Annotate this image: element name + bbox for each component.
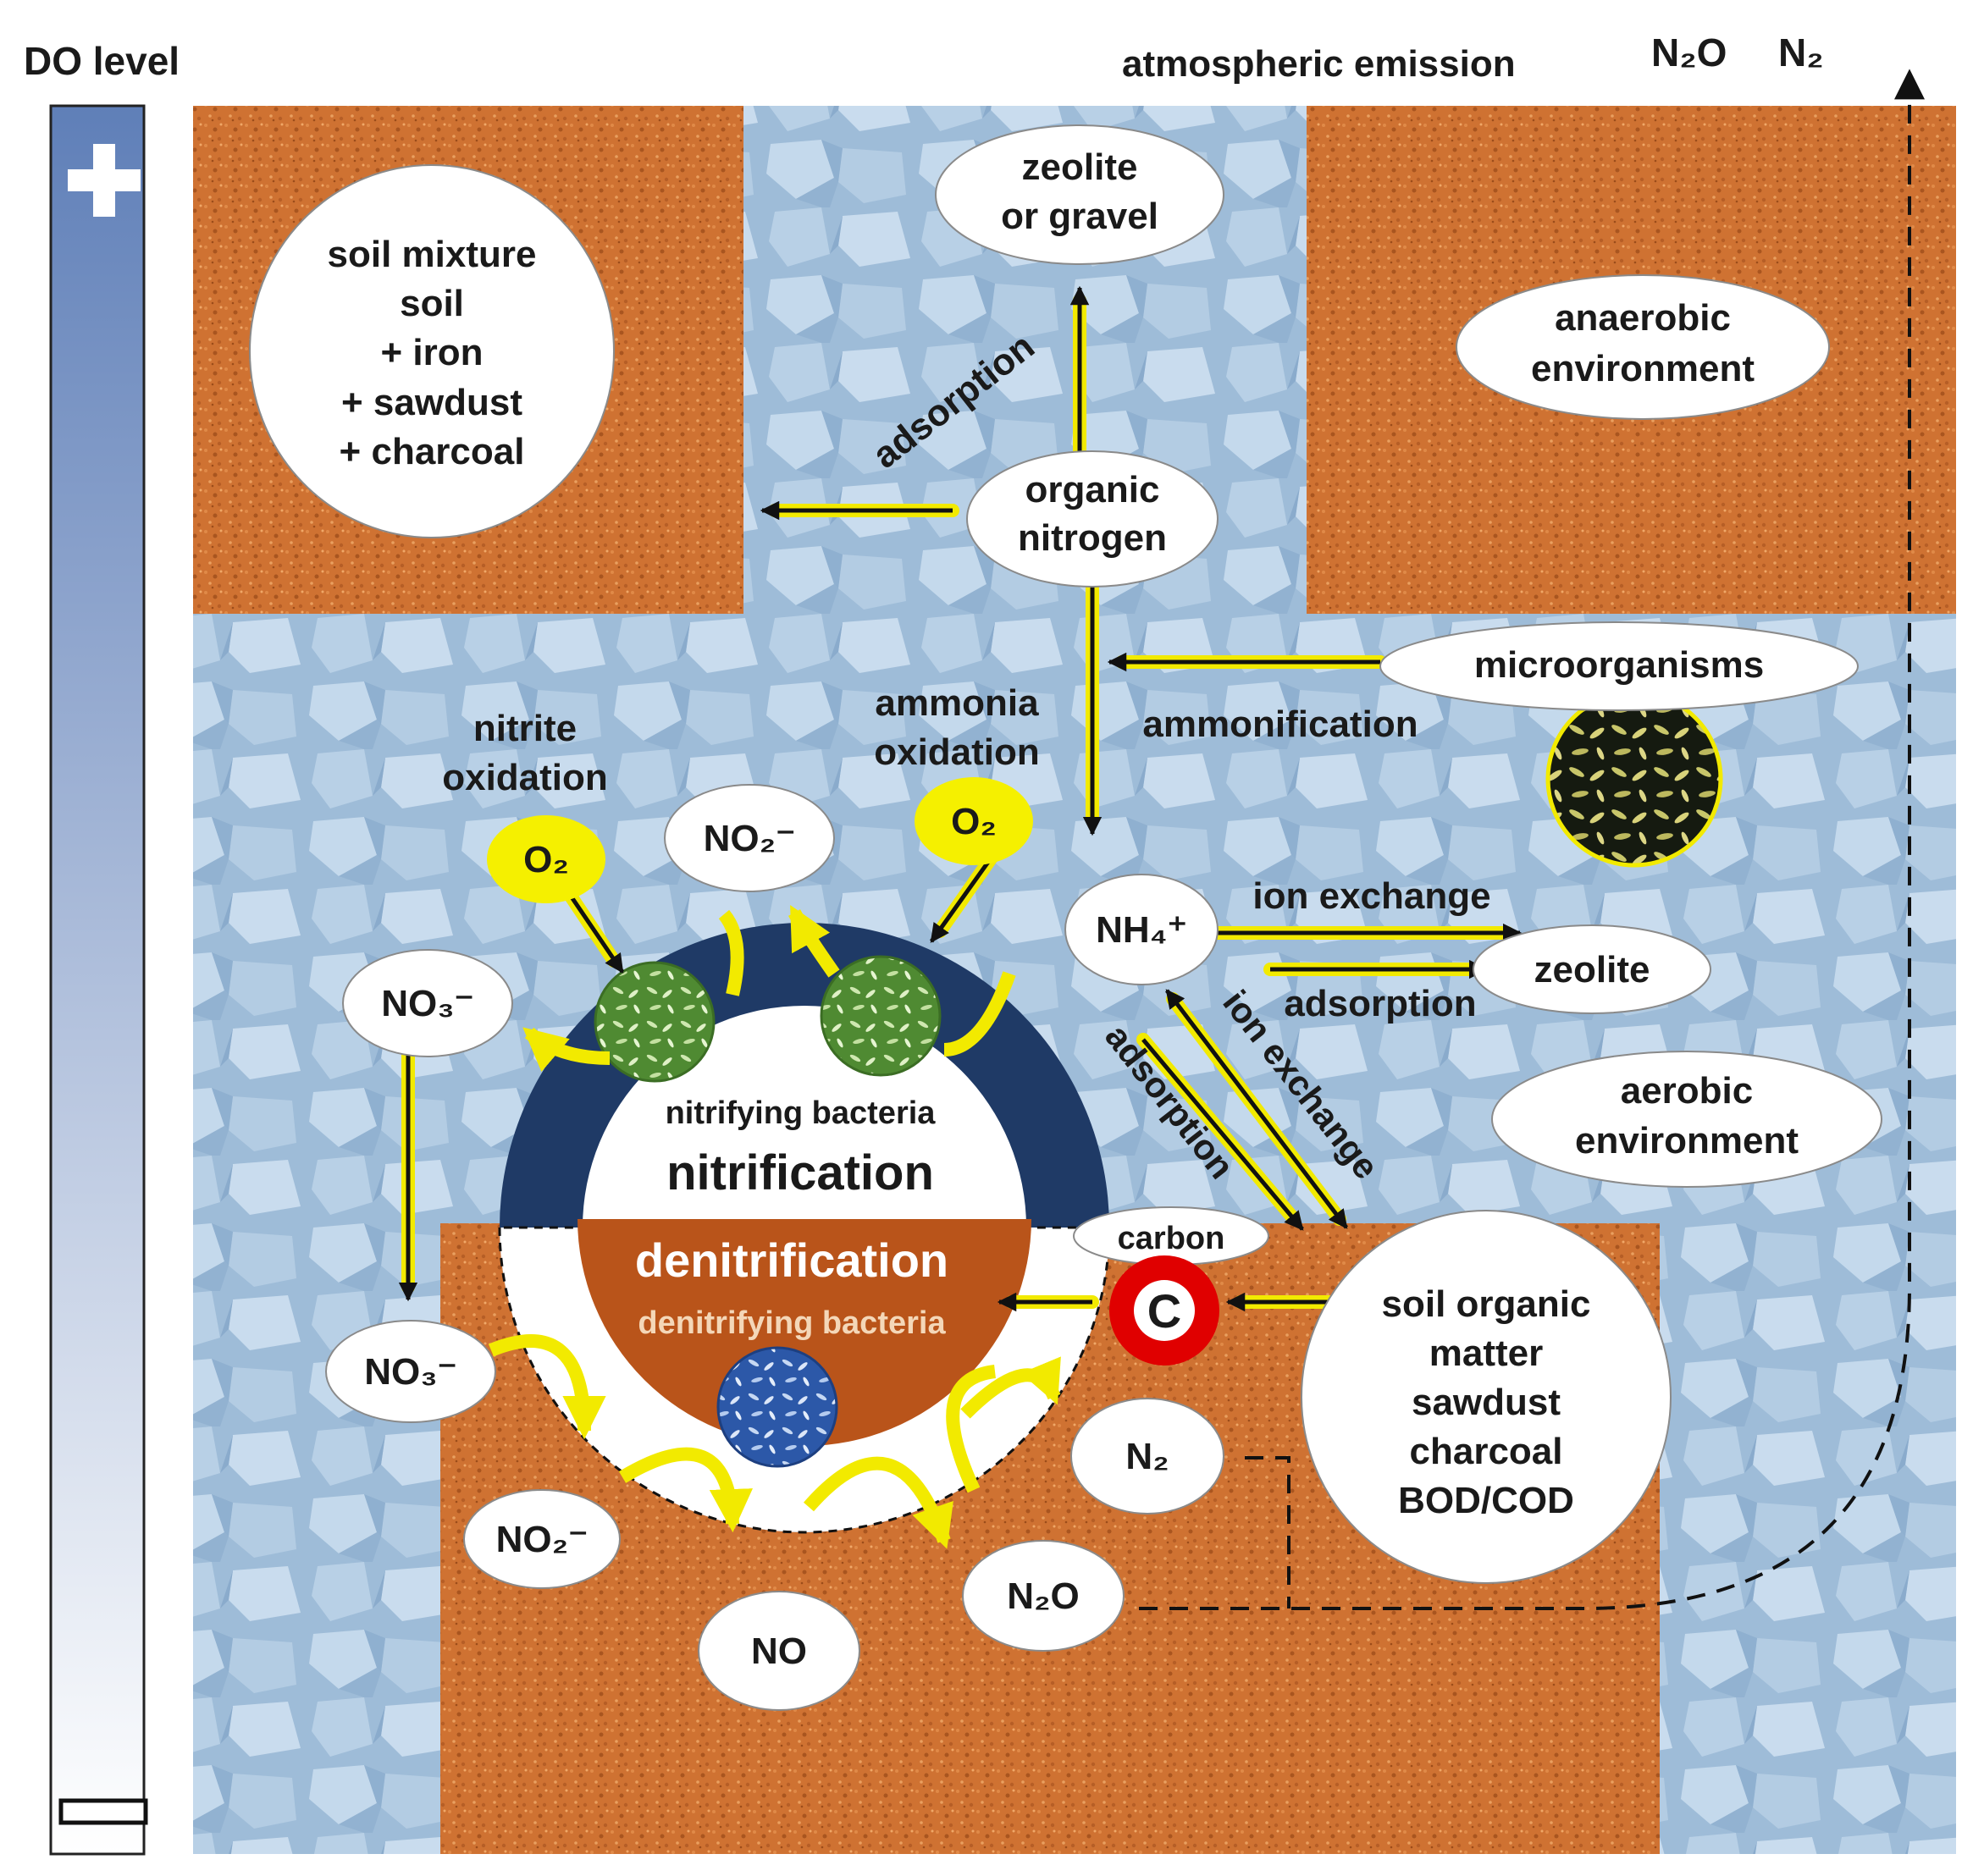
- aerobic-bubble: [1491, 1051, 1882, 1188]
- denitrifying-bacteria-icon: [716, 1346, 838, 1468]
- organic-nitrogen-bubble: [966, 450, 1219, 588]
- denitrifying-bacteria-label: denitrifying bacteria: [638, 1305, 946, 1341]
- soil-organic-line-1: soil organic: [1382, 1283, 1591, 1325]
- n2o-label: N₂O: [1007, 1575, 1080, 1617]
- zeolite-gravel-line-2: or gravel: [1001, 196, 1158, 237]
- plus-icon: [68, 144, 141, 217]
- no3-bubble-bottom: [325, 1320, 496, 1423]
- o2-nitrite-bubble: [487, 815, 605, 903]
- do-level-gradient-bar: [49, 104, 146, 1856]
- no2-label-top: NO₂⁻: [704, 818, 796, 859]
- soil-mixture-bubble: [249, 164, 615, 538]
- soil-organic-line-4: charcoal: [1410, 1431, 1563, 1472]
- nh4-bubble: [1064, 874, 1219, 985]
- ion-exchange-label-horizontal: ion exchange: [1252, 875, 1490, 917]
- o2-ammonia-label: O₂: [951, 801, 997, 842]
- do-level-title: DO level: [24, 39, 180, 83]
- anaerobic-bubble: [1456, 274, 1830, 420]
- nitrite-oxidizing-bacteria-icon: [594, 961, 716, 1083]
- zeolite-bubble: [1473, 924, 1711, 1014]
- soil-mixture-line-2: soil: [400, 283, 464, 324]
- n2o-bubble: [962, 1540, 1125, 1652]
- ammonia-oxidizing-bacteria-icon: [820, 955, 942, 1077]
- zeolite-gravel-bubble: [935, 124, 1224, 265]
- minus-icon: [58, 1798, 148, 1825]
- no2-bubble-bottom: [463, 1489, 621, 1589]
- anaerobic-line-1: anaerobic: [1555, 297, 1731, 339]
- nitrification-label: nitrification: [666, 1145, 934, 1200]
- o2-ammonia-bubble: [915, 777, 1033, 865]
- no-bubble: [698, 1591, 860, 1711]
- no3-label-top: NO₃⁻: [381, 983, 474, 1024]
- ammonification-label: ammonification: [1142, 704, 1418, 745]
- soil-mixture-line-5: + charcoal: [340, 431, 525, 472]
- nitrifying-bacteria-label: nitrifying bacteria: [666, 1095, 937, 1131]
- microorganisms-icon: [1545, 690, 1723, 868]
- soil-organic-line-3: sawdust: [1412, 1382, 1561, 1423]
- soil-organic-line-5: BOD/COD: [1398, 1480, 1574, 1521]
- nitrite-oxidation-line-2: oxidation: [442, 757, 608, 798]
- process-arrows: [398, 285, 1523, 1312]
- emission-n2o-label: N₂O: [1651, 30, 1727, 74]
- soil-mixture-line-1: soil mixture: [328, 234, 537, 275]
- n2-bubble: [1070, 1398, 1224, 1515]
- nh4-label: NH₄⁺: [1096, 909, 1187, 951]
- no3-label-bottom: NO₃⁻: [364, 1351, 457, 1393]
- soil-organic-bubble: [1301, 1210, 1672, 1584]
- denitrification-core: [578, 1219, 1031, 1446]
- emission-path-arrow: [1139, 69, 1925, 1610]
- aerobic-line-1: aerobic: [1621, 1070, 1754, 1112]
- zeolite-label: zeolite: [1534, 949, 1650, 990]
- ammonia-oxidation-line-2: oxidation: [874, 731, 1040, 773]
- no-label: NO: [751, 1630, 807, 1672]
- aerobic-line-2: environment: [1575, 1120, 1799, 1161]
- carbon-center-icon: [1134, 1280, 1195, 1341]
- carbon-symbol: C: [1147, 1284, 1181, 1338]
- n2-emission-link: [1245, 1456, 1290, 1608]
- ammonia-oxidation-line-1: ammonia: [875, 682, 1039, 724]
- adsorption-label-horizontal: adsorption: [1284, 983, 1476, 1024]
- n2-label: N₂: [1125, 1436, 1169, 1477]
- organic-nitrogen-line-1: organic: [1025, 469, 1160, 510]
- nitrite-oxidation-line-1: nitrite: [473, 708, 577, 749]
- zeolite-gravel-line-1: zeolite: [1022, 146, 1138, 188]
- organic-nitrogen-line-2: nitrogen: [1018, 517, 1167, 559]
- no3-bubble-top: [342, 949, 513, 1057]
- soil-mixture-line-3: + iron: [380, 332, 483, 373]
- emission-n2-label: N₂: [1778, 30, 1824, 74]
- atmospheric-emission-label: atmospheric emission: [1122, 43, 1516, 85]
- soil-organic-line-2: matter: [1429, 1333, 1544, 1374]
- o2-nitrite-label: O₂: [523, 839, 569, 880]
- no2-bubble-top: [664, 784, 835, 892]
- anaerobic-line-2: environment: [1531, 348, 1755, 389]
- soil-mixture-line-4: + sawdust: [341, 382, 522, 423]
- microorganisms-bubble: [1379, 621, 1859, 711]
- denitrification-label: denitrification: [635, 1233, 948, 1287]
- no2-label-bottom: NO₂⁻: [496, 1519, 589, 1560]
- carbon-label: carbon: [1118, 1221, 1225, 1256]
- microorganisms-label: microorganisms: [1474, 644, 1764, 686]
- curved-transformation-arrows: [488, 905, 1061, 1549]
